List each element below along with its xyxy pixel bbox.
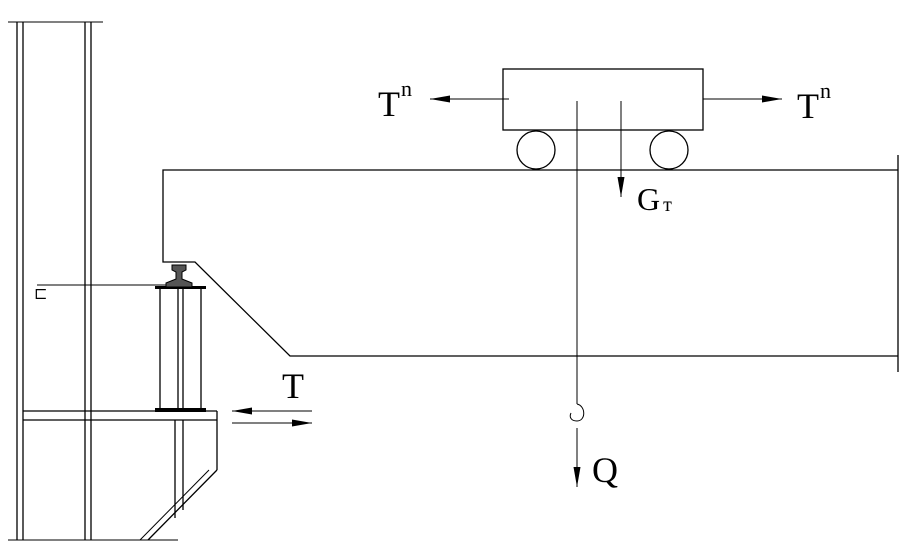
label-trolley-force-right: Tn	[797, 78, 831, 126]
trolley	[502, 68, 704, 170]
crane-runway-beam	[155, 286, 206, 412]
hoist-rope	[569, 101, 585, 422]
label-rail-force: T	[282, 366, 304, 406]
column-mark: ⊏	[34, 286, 48, 303]
trolley-wheel-left	[516, 130, 556, 170]
trolley-body	[502, 68, 704, 131]
crane-rail	[165, 264, 193, 288]
trolley-wheel-right	[649, 130, 689, 170]
building-column	[8, 21, 103, 540]
label-trolley-force-left: Tn	[378, 76, 412, 124]
crane-bracket	[8, 410, 218, 541]
crane-bridge-girder	[162, 155, 899, 372]
label-load: Q	[592, 450, 618, 490]
